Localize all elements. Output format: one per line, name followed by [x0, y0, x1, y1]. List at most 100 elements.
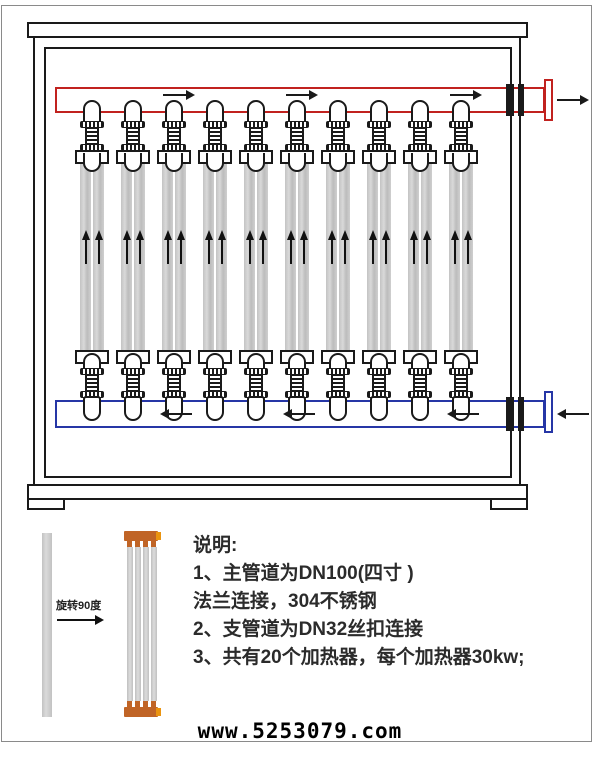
wall-penetration-band [506, 84, 514, 116]
rotate-arrow-head-icon [95, 615, 104, 625]
branch-bulb-bottom [329, 396, 347, 421]
heater-tube [244, 163, 255, 350]
threaded-union-icon [372, 127, 386, 145]
heater-column [276, 97, 318, 423]
heater-tube [216, 163, 227, 350]
tube-head-top [83, 153, 101, 172]
threaded-union-icon [126, 374, 140, 392]
tube-head-bottom [411, 353, 429, 370]
cabinet-roof [27, 22, 528, 38]
threaded-union-icon [331, 374, 345, 392]
flow-arrow-up-icon [410, 230, 418, 264]
rotate-arrow-icon [57, 619, 97, 621]
heater-tube [121, 163, 132, 350]
flow-arrow-up-icon [95, 230, 103, 264]
element-pin [127, 541, 132, 547]
threaded-union-icon [372, 374, 386, 392]
tube-head-bottom [288, 353, 306, 370]
union-collar-icon [449, 144, 473, 151]
tube-head-bottom [206, 353, 224, 370]
union-collar-icon [244, 144, 268, 151]
union-collar-icon [367, 144, 391, 151]
element-pin [135, 541, 140, 547]
heater-tube [285, 163, 296, 350]
tube-head-top [165, 153, 183, 172]
flow-arrow-up-icon [328, 230, 336, 264]
flow-arrow-up-icon [218, 230, 226, 264]
flow-arrow-up-icon [369, 230, 377, 264]
branch-bulb-bottom [83, 396, 101, 421]
element-tube [135, 547, 141, 701]
threaded-union-icon [413, 374, 427, 392]
union-collar-icon [203, 144, 227, 151]
flow-arrow-up-icon [259, 230, 267, 264]
heater-tube [380, 163, 391, 350]
heater-column [399, 97, 441, 423]
cold-pipe-flange [544, 391, 553, 433]
tube-head-top [411, 153, 429, 172]
heater-tube [339, 163, 350, 350]
heater-column [194, 97, 236, 423]
flow-arrow-left-icon [283, 409, 315, 419]
element-cap-terminal [156, 532, 161, 540]
flow-arrow-up-icon [136, 230, 144, 264]
heater-tube [175, 163, 186, 350]
threaded-union-icon [290, 374, 304, 392]
element-side-view [42, 533, 52, 717]
heater-column [112, 97, 154, 423]
heater-tube [462, 163, 473, 350]
union-collar-icon [326, 144, 350, 151]
flow-arrow-up-icon [82, 230, 90, 264]
union-collar-icon [285, 144, 309, 151]
note-line: 1、主管道为DN100(四寸 ) [193, 563, 414, 584]
heater-tube [367, 163, 378, 350]
flow-arrow-up-icon [464, 230, 472, 264]
rotate-label: 旋转90度 [56, 600, 102, 612]
heater-tube [298, 163, 309, 350]
flow-arrow-up-icon [423, 230, 431, 264]
flow-arrow-up-icon [177, 230, 185, 264]
threaded-union-icon [167, 127, 181, 145]
tube-head-bottom [329, 353, 347, 370]
heater-column [235, 97, 277, 423]
wall-penetration-band [518, 84, 524, 116]
tube-head-top [370, 153, 388, 172]
cabinet-wall-left [33, 36, 35, 486]
tube-head-top [329, 153, 347, 172]
flow-arrow-left-icon [447, 409, 479, 419]
threaded-union-icon [249, 127, 263, 145]
branch-bulb-bottom [370, 396, 388, 421]
branch-bulb-bottom [247, 396, 265, 421]
tube-head-top [452, 153, 470, 172]
wall-penetration-band [518, 397, 524, 431]
cabinet-base [27, 484, 528, 500]
branch-bulb-bottom [124, 396, 142, 421]
heater-column [71, 97, 113, 423]
heater-tube [257, 163, 268, 350]
element-pin [151, 541, 156, 547]
tube-head-bottom [247, 353, 265, 370]
heater-element-detail [124, 531, 161, 717]
heater-column [440, 97, 482, 423]
flow-arrow-up-icon [164, 230, 172, 264]
flow-arrow-up-icon [287, 230, 295, 264]
note-line: 2、支管道为DN32丝扣连接 [193, 619, 424, 640]
element-tube [127, 547, 133, 701]
tube-head-bottom [124, 353, 142, 370]
threaded-union-icon [331, 127, 345, 145]
heater-tube [203, 163, 214, 350]
element-tube [143, 547, 149, 701]
element-pin [143, 701, 148, 707]
tube-head-top [124, 153, 142, 172]
notes-block: 说明: 1、主管道为DN100(四寸 ) 法兰连接，304不锈钢 2、支管道为D… [193, 532, 533, 672]
tube-head-top [288, 153, 306, 172]
flow-arrow-up-icon [451, 230, 459, 264]
element-cap-terminal [156, 708, 161, 716]
tube-head-bottom [370, 353, 388, 370]
heater-tube [93, 163, 104, 350]
heater-tube [80, 163, 91, 350]
threaded-union-icon [126, 127, 140, 145]
tube-head-top [247, 153, 265, 172]
element-pin [127, 701, 132, 707]
